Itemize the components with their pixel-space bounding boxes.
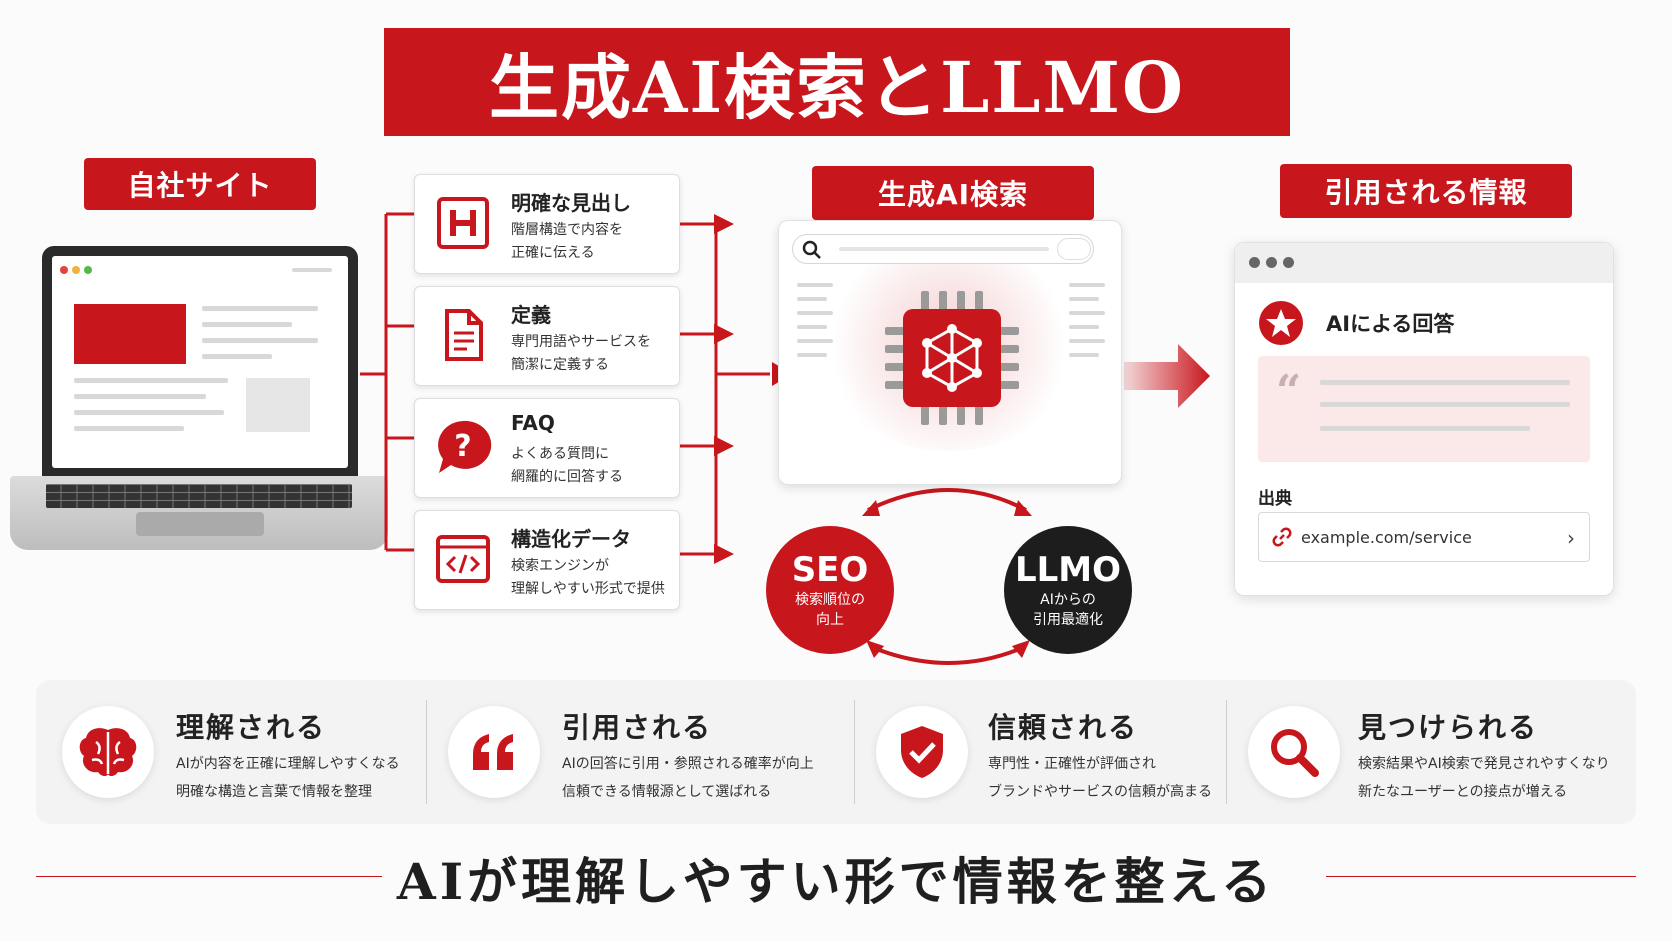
benefit-desc: ブランドやサービスの信頼が高まる xyxy=(988,784,1212,800)
document-icon xyxy=(433,305,493,365)
llmo-title: LLMO xyxy=(1014,550,1122,590)
quote-icon xyxy=(448,706,540,798)
feature-desc: よくある質問に xyxy=(511,446,609,462)
tagline: AIが理解しやすい形で情報を整える xyxy=(396,852,1276,911)
question-bubble-icon: ? xyxy=(433,417,493,477)
feature-title: 明確な見出し xyxy=(511,191,631,215)
feature-title: 定義 xyxy=(511,303,551,327)
seo-desc: 向上 xyxy=(816,612,844,628)
feature-card-definition: 定義 専門用語やサービスを 簡潔に定義する xyxy=(414,286,680,386)
benefit-desc: AIが内容を正確に理解しやすくなる xyxy=(176,756,400,772)
benefit-desc: 専門性・正確性が評価され xyxy=(988,756,1156,772)
generative-ai-search-label: 生成AI検索 xyxy=(812,166,1094,220)
feature-desc: 理解しやすい形式で提供 xyxy=(511,581,665,597)
divider xyxy=(1226,700,1227,804)
code-icon xyxy=(433,529,493,589)
llmo-desc: 引用最適化 xyxy=(1033,612,1103,628)
llmo-circle: LLMO AIからの 引用最適化 xyxy=(1004,526,1132,654)
benefit-title: 引用される xyxy=(562,711,713,744)
own-site-label: 自社サイト xyxy=(84,158,316,210)
chevron-right-icon: › xyxy=(1567,526,1575,550)
feature-desc: 簡潔に定義する xyxy=(511,357,609,373)
divider xyxy=(426,700,427,804)
answer-quote-box: “ xyxy=(1258,356,1590,462)
answer-title: AIによる回答 xyxy=(1326,312,1455,336)
star-badge-icon xyxy=(1258,300,1304,350)
feature-card-faq: ? FAQ よくある質問に 網羅的に回答する xyxy=(414,398,680,498)
search-input[interactable] xyxy=(792,234,1094,264)
source-url: example.com/service xyxy=(1301,527,1472,547)
benefit-desc: 信頼できる情報源として選ばれる xyxy=(562,784,772,800)
benefit-title: 見つけられる xyxy=(1358,711,1539,744)
benefits-band xyxy=(36,680,1636,824)
benefit-desc: AIの回答に引用・参照される確率が向上 xyxy=(562,756,814,772)
ai-chip-icon xyxy=(879,285,1025,435)
feature-card-heading: 明確な見出し 階層構造で内容を 正確に伝える xyxy=(414,174,680,274)
seo-title: SEO xyxy=(791,550,869,590)
feature-desc: 網羅的に回答する xyxy=(511,469,623,485)
benefit-title: 信頼される xyxy=(988,711,1139,744)
benefit-desc: 新たなユーザーとの接点が増える xyxy=(1358,784,1568,800)
seo-desc: 検索順位の xyxy=(795,592,865,608)
feature-desc: 検索エンジンが xyxy=(511,558,609,574)
benefit-title: 理解される xyxy=(176,711,327,744)
feature-card-structured-data: 構造化データ 検索エンジンが 理解しやすい形式で提供 xyxy=(414,510,680,610)
ai-search-window xyxy=(778,220,1122,485)
feature-title: FAQ xyxy=(511,411,555,435)
image-placeholder xyxy=(246,378,310,432)
llmo-desc: AIからの xyxy=(1040,592,1096,608)
benefit-desc: 検索結果やAI検索で発見されやすくなり xyxy=(1358,756,1610,772)
link-icon xyxy=(1271,526,1293,552)
quote-mark-icon: “ xyxy=(1276,366,1302,417)
feature-desc: 正確に伝える xyxy=(511,245,595,261)
laptop-illustration xyxy=(42,246,358,478)
tagline-rule-left xyxy=(36,876,382,877)
hero-block xyxy=(74,304,186,364)
seo-circle: SEO 検索順位の 向上 xyxy=(766,526,894,654)
tagline-rule-right xyxy=(1326,876,1636,877)
source-label: 出典 xyxy=(1258,489,1292,509)
laptop-trackpad xyxy=(136,512,264,536)
divider xyxy=(854,700,855,804)
magnifier-icon xyxy=(1248,706,1340,798)
source-link[interactable]: example.com/service › xyxy=(1258,512,1590,562)
feature-title: 構造化データ xyxy=(511,527,631,551)
feature-desc: 専門用語やサービスを xyxy=(511,334,651,350)
brain-icon xyxy=(62,706,154,798)
page-title: 生成AI検索とLLMO xyxy=(384,28,1290,136)
svg-text:?: ? xyxy=(454,429,471,464)
search-icon xyxy=(801,239,823,265)
heading-icon xyxy=(433,193,493,253)
shield-check-icon xyxy=(876,706,968,798)
feature-desc: 階層構造で内容を xyxy=(511,222,623,238)
benefit-desc: 明確な構造と言葉で情報を整理 xyxy=(176,784,372,800)
cited-info-label: 引用される情報 xyxy=(1280,164,1572,218)
window-titlebar xyxy=(1235,243,1613,283)
